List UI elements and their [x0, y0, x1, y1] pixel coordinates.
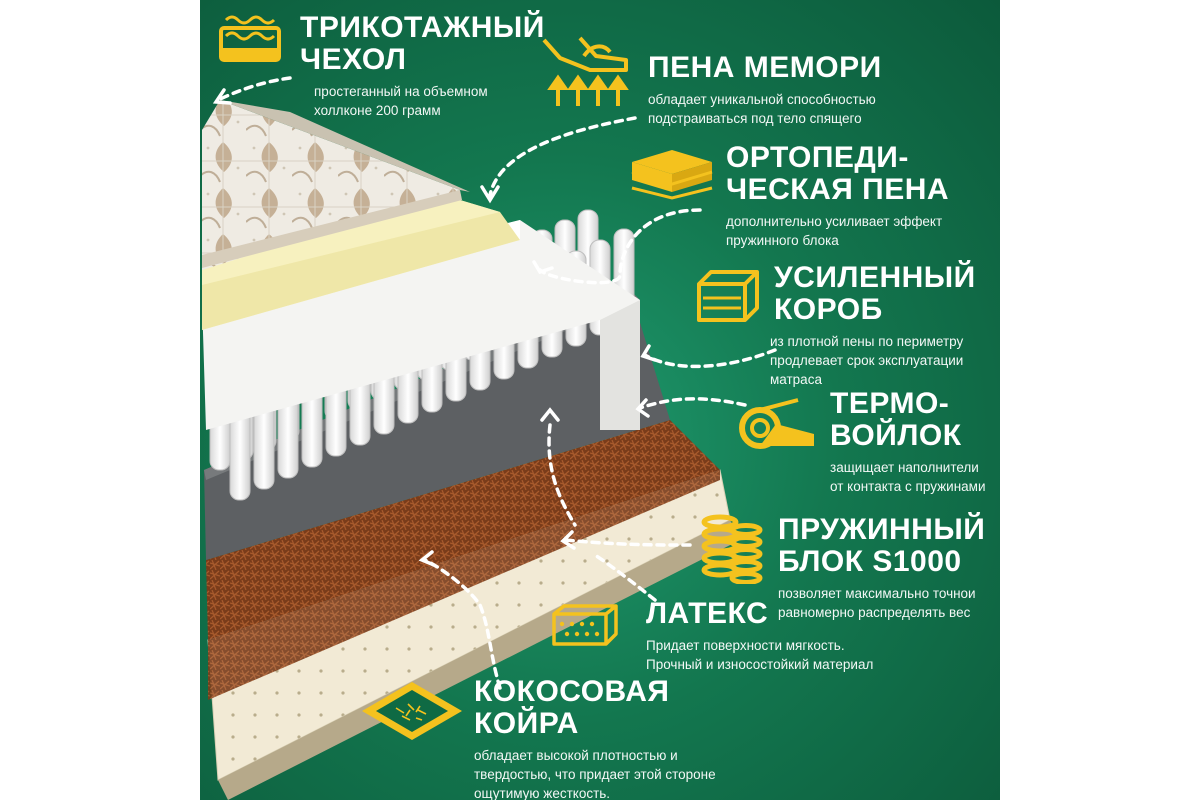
dashed-connectors — [212, 76, 777, 690]
feature-desc-line2: подстраиваться под тело спящего — [648, 111, 862, 126]
feature-desc: обладает уникальной способностью — [648, 92, 876, 107]
feature-desc: из плотной пены по периметру — [770, 334, 964, 349]
feature-title: ПРУЖИННЫЙ — [778, 513, 986, 546]
feature-latex: ЛАТЕКС Придает поверхности мягкость. Про… — [646, 598, 873, 674]
coir-mat-icon — [362, 682, 462, 740]
feature-title-line2: КОЙРА — [474, 707, 579, 740]
feature-desc: обладает высокой плотностью и — [474, 748, 678, 763]
feature-desc-line3: ощутимую жесткость. — [474, 786, 611, 800]
feature-title-line2: ЧЕХОЛ — [300, 43, 407, 76]
feature-title-line2: БЛОК S1000 — [778, 545, 962, 578]
feature-desc: позволяет максимально точнои — [778, 586, 976, 601]
feature-desc-line2: твердостью, что придает этой стороне — [474, 767, 716, 782]
feature-desc: защищает наполнители — [830, 460, 979, 475]
feature-desc-line2: холлконе 200 грамм — [314, 103, 441, 118]
feature-title: ОРТОПЕДИ- — [726, 141, 909, 174]
hand-press-icon — [542, 36, 629, 106]
feature-desc-line2: от контакта с пружинами — [830, 479, 986, 494]
feature-desc-line2: продлевает срок эксплуатации — [770, 353, 964, 368]
feature-title-line2: ЧЕСКАЯ ПЕНА — [726, 173, 950, 206]
feature-title: КОКОСОВАЯ — [474, 675, 670, 708]
feature-cover: ТРИКОТАЖНЫЙ ЧЕХОЛ простеганный на объемн… — [300, 12, 545, 120]
feature-desc-line3: матраса — [770, 372, 822, 387]
feature-coir: КОКОСОВАЯ КОЙРА обладает высокой плотнос… — [474, 676, 716, 800]
feature-memory: ПЕНА МЕМОРИ обладает уникальной способно… — [648, 52, 882, 128]
feature-title: УСИЛЕННЫЙ — [774, 261, 976, 294]
feature-title: ТРИКОТАЖНЫЙ — [300, 11, 545, 44]
feature-desc: Придает поверхности мягкость. — [646, 638, 845, 653]
feature-desc-line2: Прочный и износостойкий материал — [646, 657, 874, 672]
feature-title: ТЕРМО- — [830, 387, 950, 420]
quilted-pad-icon — [219, 15, 281, 62]
feature-desc-line2: равномерно распределять вес — [778, 605, 971, 620]
product-infographic-panel: ТРИКОТАЖНЫЙ ЧЕХОЛ простеганный на объемн… — [200, 0, 1000, 800]
mattress-box-icon — [697, 270, 759, 322]
spring-icon — [701, 514, 763, 584]
feature-title-line2: ВОЙЛОК — [830, 419, 962, 452]
feature-ortho-foam: ОРТОПЕДИ- ЧЕСКАЯ ПЕНА дополнительно усил… — [726, 142, 949, 250]
feature-felt: ТЕРМО- ВОЙЛОК защищает наполнители от ко… — [830, 388, 985, 496]
feature-title: ЛАТЕКС — [646, 597, 769, 630]
feature-title: ПЕНА МЕМОРИ — [648, 51, 882, 84]
latex-pad-icon — [552, 604, 618, 646]
foam-layers-icon — [631, 150, 713, 200]
feature-desc-line2: пружинного блока — [726, 233, 839, 248]
felt-roll-icon — [739, 398, 814, 449]
feature-title-line2: КОРОБ — [774, 293, 883, 326]
feature-desc: дополнительно усиливает эффект — [726, 214, 943, 229]
feature-box: УСИЛЕННЫЙ КОРОБ из плотной пены по перим… — [770, 261, 976, 389]
feature-desc: простеганный на объемном — [314, 84, 488, 99]
mattress-cross-section — [202, 100, 740, 800]
feature-springs: ПРУЖИННЫЙ БЛОК S1000 позволяет максималь… — [778, 514, 985, 622]
